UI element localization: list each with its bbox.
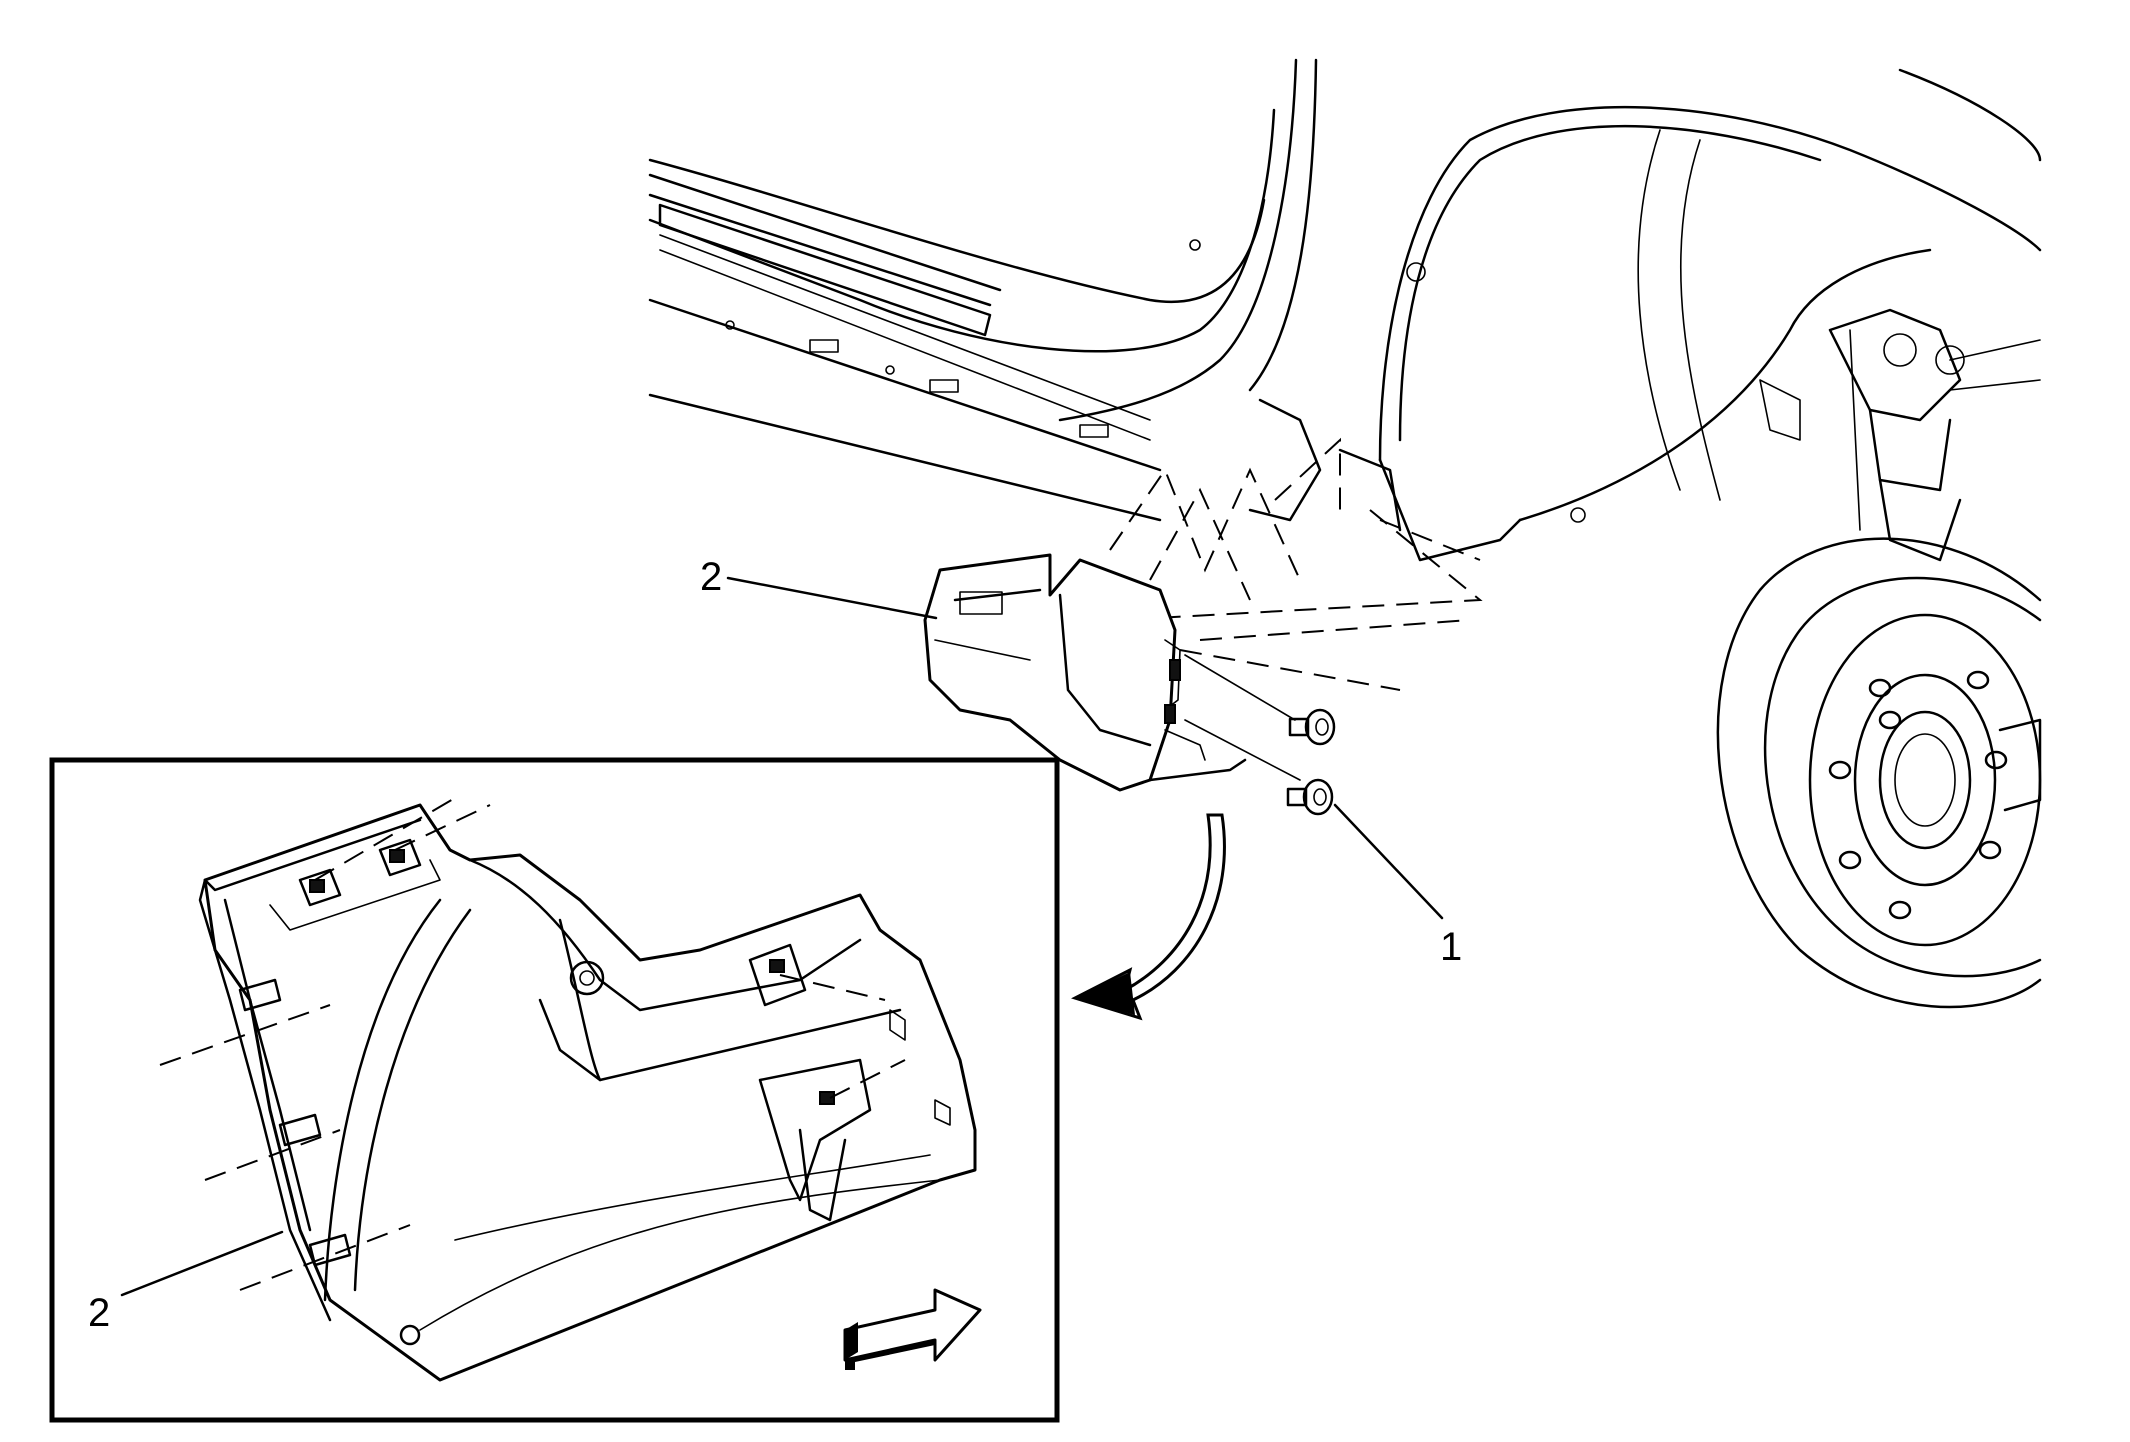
wheel-stud-group <box>1828 670 2008 920</box>
brake-rotor <box>1716 537 2042 1009</box>
detail-inset: 2 <box>49 757 1060 1423</box>
clip-side-upper <box>238 978 282 1012</box>
inset-trim-panel <box>198 803 977 1382</box>
leader-line-2-inset <box>120 1230 284 1297</box>
callout-label-1: 1 <box>1440 925 1462 969</box>
leader-line-1 <box>1333 803 1444 920</box>
vehicle-body <box>648 58 1402 532</box>
callout-label-2-main: 2 <box>700 555 722 599</box>
screw-lower <box>1286 778 1334 816</box>
clip-top-left <box>298 868 342 907</box>
leader-line-2-main <box>726 576 938 620</box>
clip-side-middle <box>278 1113 322 1147</box>
curved-arrow-icon <box>1071 813 1226 1021</box>
alignment-lines <box>1109 437 1483 691</box>
arrow-right-icon <box>843 1288 982 1370</box>
clip-top-right <box>378 838 422 877</box>
callout-label-2-inset: 2 <box>88 1291 110 1335</box>
clip-side-lower <box>308 1233 352 1267</box>
wheel-house <box>1378 68 2042 562</box>
clip-rear-lower <box>758 1058 872 1222</box>
inset-alignment-lines <box>159 794 906 1291</box>
screw-upper <box>1288 708 1336 746</box>
rocker-trim-panel <box>923 553 1247 792</box>
clip-rear-upper <box>748 943 807 1007</box>
screw-group <box>1184 654 1336 816</box>
